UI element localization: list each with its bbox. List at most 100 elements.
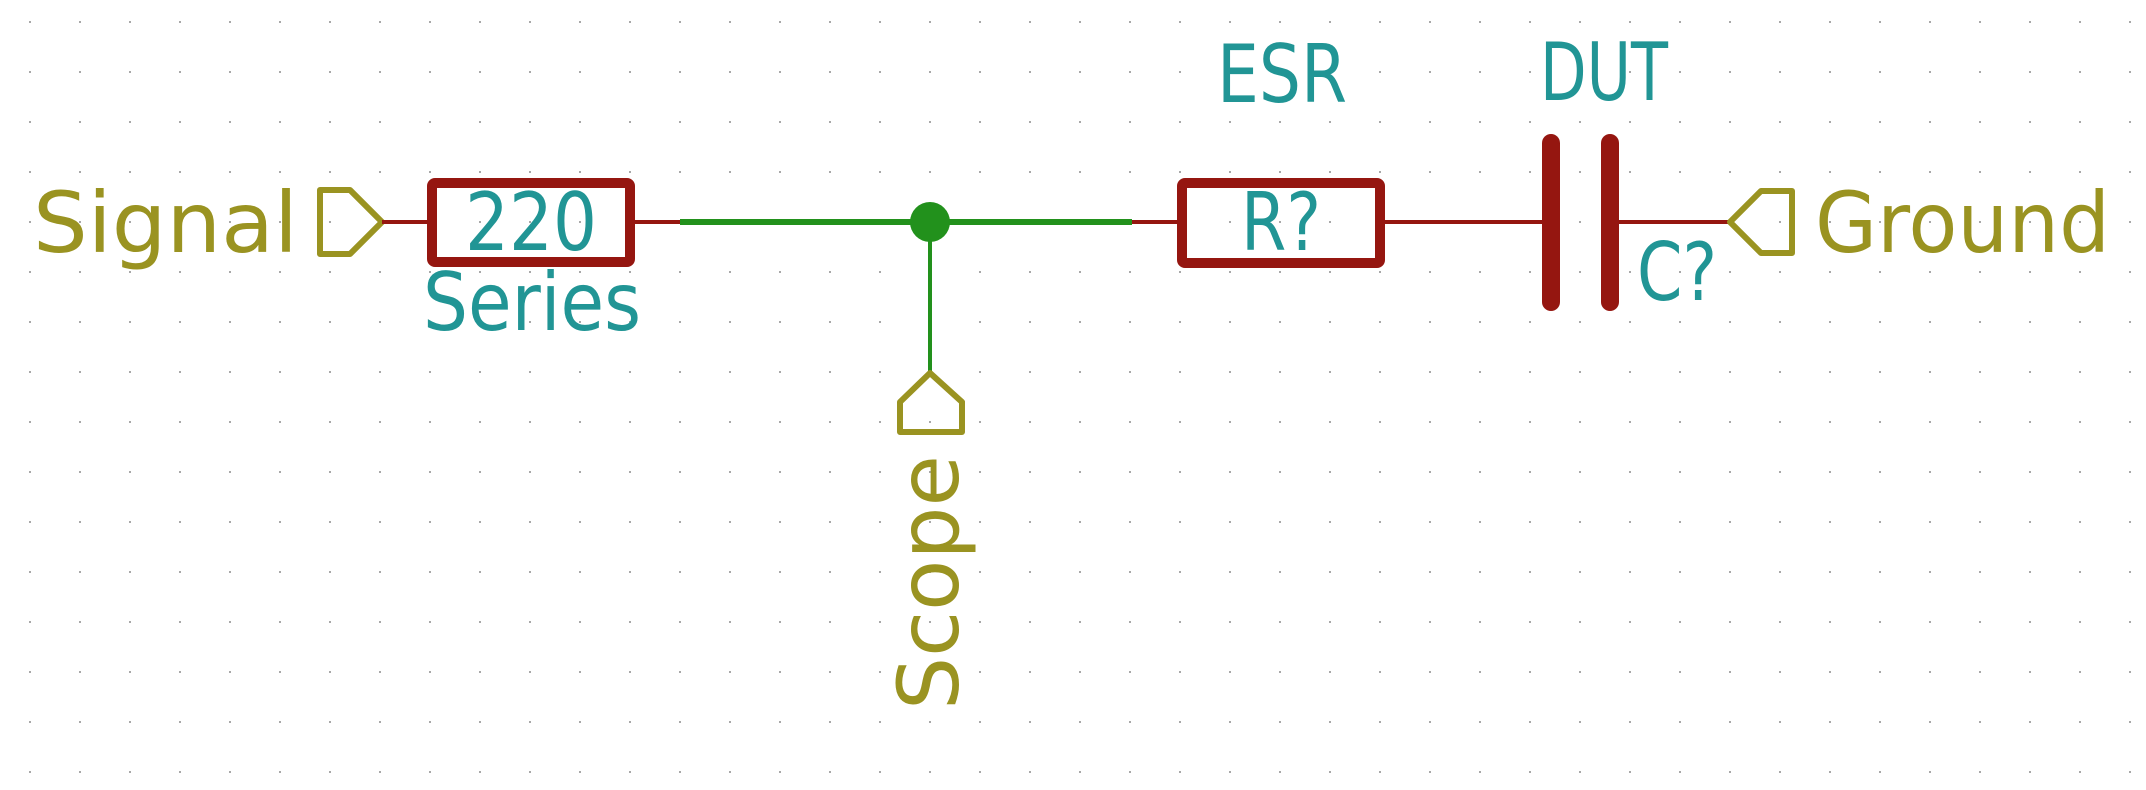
grid-dot [729,471,731,473]
grid-dot [979,671,981,673]
grid-dot [29,321,31,323]
grid-dot [2129,171,2131,173]
grid-dot [1979,421,1981,423]
grid-dot [1829,771,1831,773]
grid-dot [1379,521,1381,523]
grid-dot [579,221,581,223]
grid-dot [779,71,781,73]
grid-dot [1279,71,1281,73]
grid-dot [1979,571,1981,573]
grid-dot [329,771,331,773]
grid-dot [579,71,581,73]
grid-dot [29,21,31,23]
grid-dot [929,621,931,623]
grid-dot [1629,71,1631,73]
grid-dot [1529,121,1531,123]
grid-dot [1879,671,1881,673]
grid-dot [579,721,581,723]
grid-dot [179,221,181,223]
grid-dot [1729,471,1731,473]
grid-dot [1429,321,1431,323]
grid-dot [629,321,631,323]
grid-dot [2129,471,2131,473]
grid-dot [1029,371,1031,373]
grid-dot [1779,271,1781,273]
grid-dot [1779,371,1781,373]
grid-dot [929,571,931,573]
grid-dot [1879,371,1881,373]
grid-dot [629,121,631,123]
grid-dot [929,771,931,773]
scope-label-text: Scope [880,455,978,710]
grid-dot [1829,521,1831,523]
grid-dot [1329,21,1331,23]
grid-dot [429,771,431,773]
grid-dot [129,471,131,473]
grid-dot [1729,21,1731,23]
grid-dot [279,771,281,773]
grid-dot [829,21,831,23]
grid-dot [779,521,781,523]
grid-dot [1879,271,1881,273]
grid-dot [429,71,431,73]
grid-dot [979,471,981,473]
grid-dot [1279,21,1281,23]
grid-dot [1029,171,1031,173]
grid-dot [279,21,281,23]
grid-dot [2129,771,2131,773]
grid-dot [1079,171,1081,173]
grid-dot [179,371,181,373]
grid-dot [529,121,531,123]
grid-dot [2129,521,2131,523]
grid-dot [729,621,731,623]
grid-dot [2029,671,2031,673]
grid-dot [829,171,831,173]
grid-dot [1879,621,1881,623]
grid-dot [179,771,181,773]
grid-dot [1229,721,1231,723]
junction-dot[interactable] [910,202,950,242]
grid-dot [1479,571,1481,573]
grid-dot [1729,671,1731,673]
grid-dot [829,371,831,373]
grid-dot [1779,471,1781,473]
grid-dot [379,321,381,323]
grid-dot [1579,571,1581,573]
grid-dot [1529,321,1531,323]
grid-dot [179,721,181,723]
grid-dot [829,271,831,273]
grid-dot [1529,721,1531,723]
grid-dot [1229,171,1231,173]
grid-dot [279,371,281,373]
grid-dot [379,271,381,273]
grid-dot [2079,671,2081,673]
grid-dot [1129,71,1131,73]
grid-dot [879,321,881,323]
grid-dot [679,371,681,373]
grid-dot [79,671,81,673]
grid-dot [79,721,81,723]
grid-dot [279,671,281,673]
grid-dot [679,421,681,423]
global-label-ground[interactable]: Ground [1727,174,2110,272]
grid-dot [1629,621,1631,623]
grid-dot [929,171,931,173]
grid-dot [1329,271,1331,273]
grid-dot [29,221,31,223]
grid-dot [479,121,481,123]
capacitor-dut[interactable]: DUT C? [1540,26,1730,319]
grid-dot [429,271,431,273]
capacitor-dut-reference: DUT [1540,26,1669,119]
signal-label-text: Signal [33,174,298,272]
grid-dot [1679,721,1681,723]
global-label-scope[interactable]: Scope [880,370,978,710]
grid-dot [1629,21,1631,23]
resistor-series[interactable]: 220 Series [382,176,680,349]
grid-dot [1729,771,1731,773]
grid-dot [1979,771,1981,773]
grid-dot [979,571,981,573]
resistor-esr[interactable]: ESR R? [1132,28,1550,269]
global-label-signal[interactable]: Signal [33,174,385,272]
grid-dot [1029,471,1031,473]
